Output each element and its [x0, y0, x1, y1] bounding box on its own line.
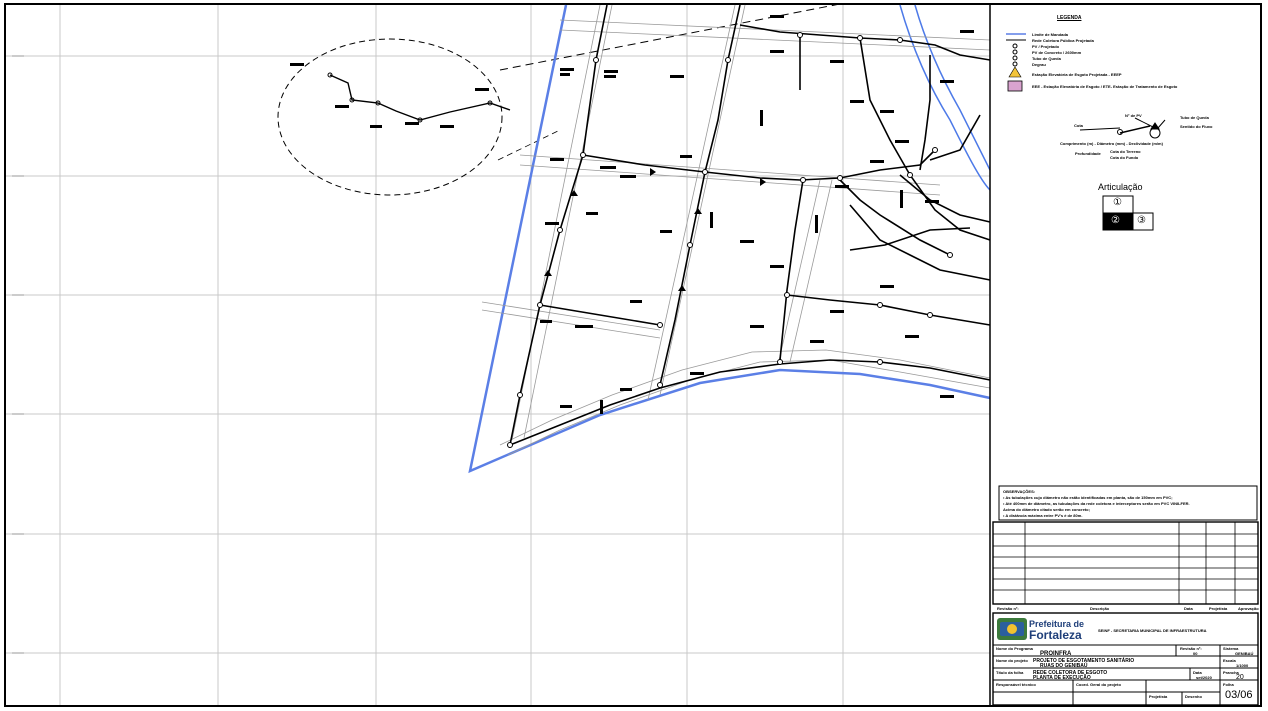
legend-item-boundary: Limite de Mandada [1032, 32, 1069, 37]
articulation-map [1102, 195, 1154, 231]
legend-item-ete: EEE - Estação Elevatória de Esgoto / ETE… [1032, 84, 1178, 89]
network-annotations [290, 15, 974, 414]
notes-line-1: • As tubulações cujo diâmetro não estão … [1003, 495, 1173, 500]
title-block-lines [992, 612, 1259, 706]
river [899, 4, 991, 191]
revision-table [992, 521, 1259, 605]
revision-col-date: Data [1184, 606, 1193, 611]
legend-title: LEGENDA [1057, 15, 1082, 21]
boundary-limit-line [468, 4, 991, 474]
secretaria-name: SEINF - SECRETARIA MUNICIPAL DE INFRAEST… [1098, 628, 1207, 633]
program-value: PROINFRA [1040, 651, 1072, 657]
articulation-title: Articulação [1098, 182, 1143, 192]
plate-value: 20 [1236, 674, 1244, 681]
sheet-number-value: 03/06 [1225, 689, 1253, 701]
plate-label: Prancha [1223, 670, 1239, 675]
key-pv-number: N° de PV [1125, 113, 1142, 118]
org-name-line2: Fortaleza [1029, 628, 1082, 642]
coordinate-grid [6, 5, 990, 705]
key-elevation: Cota [1074, 123, 1083, 128]
scale-label: Escala [1223, 658, 1236, 663]
designer-label: Projetista [1149, 694, 1168, 699]
legend-item-pv: PV / Projetado [1032, 44, 1060, 49]
system-label: Sistema [1223, 646, 1239, 651]
legend-item-step: Degrau [1032, 62, 1046, 67]
sewer-pipes [509, 4, 991, 446]
drafter-label: Desenho [1185, 694, 1202, 699]
program-label: Nome do Programa [996, 646, 1033, 651]
notes-line-2: • Até 400mm de diâmetro, as tubulações d… [1003, 501, 1190, 506]
key-invert-elevation: Cota do Fundo [1110, 155, 1139, 160]
sheet-title-label: Título da folha [996, 670, 1024, 675]
pipe-symbol-key [1079, 117, 1166, 139]
revision-col-description: Descrição [1090, 606, 1110, 611]
manholes [507, 32, 953, 448]
project-name-line2: RUAS DO GENIBAÚ [1040, 663, 1088, 669]
sheet-number-label: Folha [1223, 682, 1234, 687]
revision-number-label: Revisão nº: [1180, 646, 1202, 651]
legend-item-pump-station: Estação Elevatória de Esgoto Projetada -… [1032, 72, 1122, 77]
prefeitura-logo [997, 618, 1027, 640]
coordinator-label: Coord. Geral do projeto [1076, 682, 1121, 687]
revision-col-number: Revisão nº: [997, 606, 1019, 611]
project-label: Nome do projeto [996, 658, 1028, 663]
revision-col-designer: Projetista [1209, 606, 1228, 611]
notes-line-3: Acima do diâmetro citado serão em concre… [1003, 507, 1090, 512]
key-ground-elevation: Cota do Terreno [1110, 149, 1141, 154]
revision-col-approval: Aprovação [1238, 606, 1259, 611]
project-name-line1: PROJETO DE ESGOTAMENTO SANITÁRIO [1033, 658, 1135, 664]
notes-line-4: • A distância máxima entre PV's é de 80m… [1003, 513, 1083, 518]
articulation-sheet-3: ③ [1137, 215, 1146, 226]
legend-item-sewer-network: Rede Coletora Pública Projetada [1032, 38, 1094, 43]
notes-box [998, 485, 1258, 521]
sheet-title-line2: PLANTA DE EXECUÇÃO [1033, 675, 1091, 681]
sheet-title-line1: REDE COLETORA DE ESGOTO [1033, 670, 1108, 676]
technical-lead-label: Responsável técnico [996, 682, 1036, 687]
key-depth: Profundidade [1075, 151, 1101, 156]
scale-value: 1/1000 [1236, 663, 1249, 668]
key-length-diameter: Comprimento (m) - Diâmetro (mm) - Decliv… [1060, 141, 1163, 146]
legend-item-drop-pipe: Tubo de Queda [1032, 56, 1061, 61]
legend-symbols [1006, 33, 1026, 92]
org-name-line1: Prefeitura de [1029, 619, 1085, 629]
legend-item-pv-concrete: PV de Concreto / 2600mm [1032, 50, 1082, 55]
date-value: set/2020 [1196, 675, 1212, 680]
articulation-sheet-2: ② [1111, 215, 1120, 226]
date-label: Data [1193, 670, 1202, 675]
revision-number-value: 00 [1193, 651, 1198, 656]
sheet-border [4, 3, 1262, 707]
system-value: GENIBAÚ [1235, 651, 1254, 656]
key-flow-direction: Sentido do Fluxo [1180, 124, 1213, 129]
articulation-sheet-1: ① [1113, 197, 1122, 208]
notes-title: OBSERVAÇÕES: [1003, 489, 1036, 494]
key-drop-pipe: Tubo de Queda [1180, 115, 1209, 120]
detail-circle [277, 38, 503, 196]
